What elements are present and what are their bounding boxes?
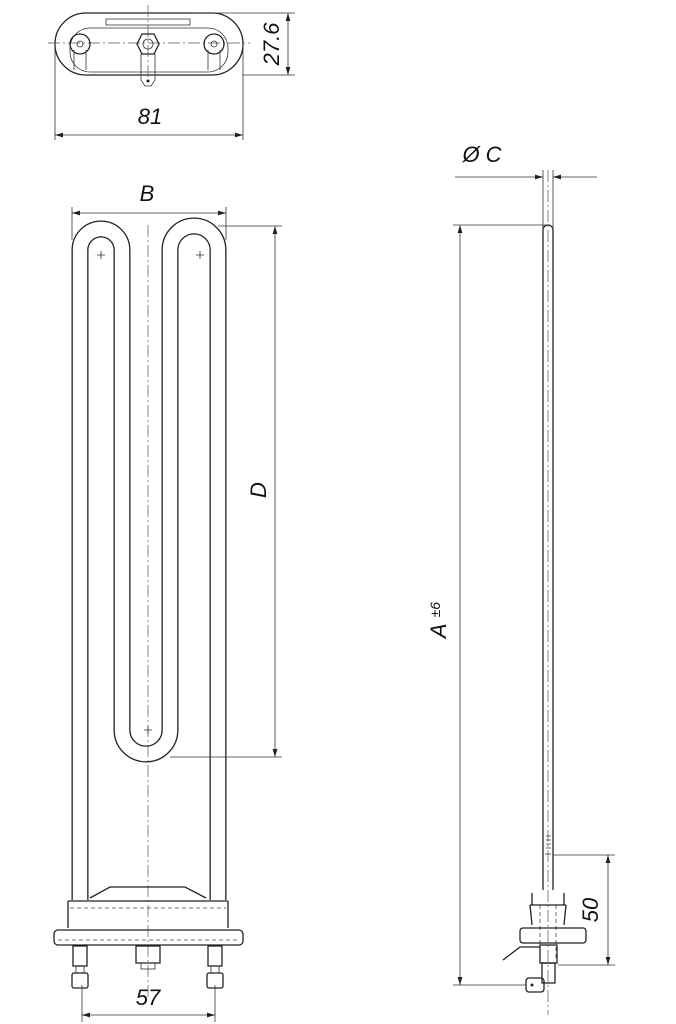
terminal-left bbox=[69, 33, 91, 70]
center-nut-front bbox=[135, 945, 161, 970]
dim-diameter-c-label: Ø C bbox=[461, 142, 501, 167]
dim-a-label: A ±6 bbox=[426, 602, 451, 640]
dimension-57: 57 bbox=[81, 985, 216, 1022]
dimension-d: D bbox=[170, 225, 282, 758]
dim-50-label: 50 bbox=[578, 897, 603, 922]
center-nut bbox=[136, 33, 160, 87]
dim-27-6-label: 27.6 bbox=[259, 22, 284, 67]
dimension-50: 50 bbox=[553, 854, 615, 966]
dim-57-label: 57 bbox=[136, 985, 161, 1010]
stud-left bbox=[71, 945, 89, 989]
stud-right bbox=[206, 945, 224, 989]
terminal-right bbox=[203, 33, 225, 70]
dim-81-label: 81 bbox=[138, 104, 162, 129]
dimension-diameter-c: Ø C bbox=[455, 142, 597, 230]
side-view-element bbox=[502, 170, 587, 1015]
dimension-a: A ±6 bbox=[426, 224, 548, 986]
dimension-27-6: 27.6 bbox=[190, 12, 295, 76]
dim-d-label: D bbox=[246, 482, 271, 498]
dimension-81: 81 bbox=[54, 44, 244, 140]
front-view-element bbox=[71, 217, 227, 1000]
dim-b-label: B bbox=[140, 181, 155, 206]
top-view-flange bbox=[48, 5, 250, 87]
front-flange bbox=[53, 886, 244, 989]
dimension-b: B bbox=[71, 181, 227, 240]
dim-a-value: A bbox=[426, 623, 451, 640]
dim-a-tolerance: ±6 bbox=[427, 602, 443, 618]
